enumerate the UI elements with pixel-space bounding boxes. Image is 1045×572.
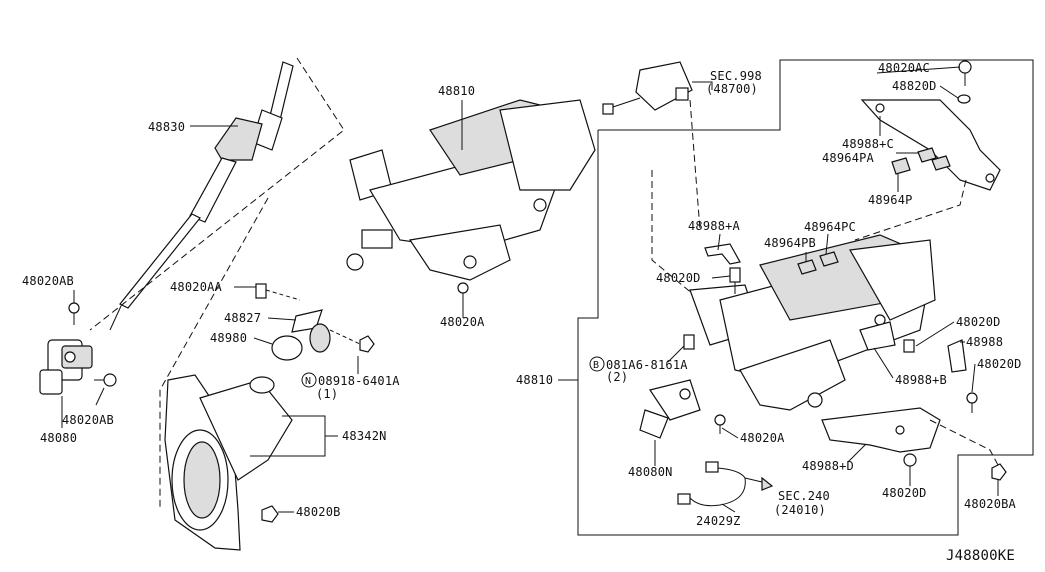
label-sec240-sub: (24010) [774, 503, 826, 517]
bolt-48020D-upper [729, 267, 741, 294]
bracket-48988C [860, 99, 1001, 191]
label-48964PA: 48964PA [822, 151, 875, 165]
u-joint-48080 [39, 339, 93, 395]
pad-48964PA [917, 147, 951, 171]
u-joint-48080N [639, 379, 701, 439]
label-48988D: 48988+D [802, 459, 854, 473]
bolt-48020AA [255, 283, 301, 301]
label-48020A-left: 48020A [440, 315, 485, 329]
label-sec998: SEC.998 [710, 69, 762, 83]
nut-08918 [329, 329, 375, 353]
grommet-48980 [271, 323, 331, 361]
label-48964PB: 48964PB [764, 236, 816, 250]
label-48964P: 48964P [868, 193, 913, 207]
label-48810-left: 48810 [438, 84, 475, 98]
n-marker-circle [301, 372, 317, 388]
upper-dash [854, 179, 967, 241]
column-assembly-48810-right [689, 234, 936, 411]
column-dash-outline [159, 197, 269, 510]
label-48020AB-bottom: 48020AB [62, 413, 114, 427]
label-48988A: 48988+A [688, 219, 741, 233]
label-48988: 48988 [966, 335, 1003, 349]
label-08918: 08918-6401A [318, 374, 400, 388]
washer-48820D [957, 94, 971, 104]
leader-lines [61, 66, 999, 513]
right-lower-dash [929, 419, 999, 466]
label-081A6: 081A6-8161A [606, 358, 688, 372]
label-48020AA: 48020AA [170, 280, 223, 294]
label-b-marker: B [593, 360, 599, 371]
bolt-48020A-left [457, 282, 469, 305]
pads-48964PB-PC [797, 251, 839, 275]
sec998-dash [689, 99, 701, 231]
intermediate-shaft-48830 [109, 61, 294, 331]
harness-24029Z [677, 461, 774, 507]
label-48988C: 48988+C [842, 137, 894, 151]
bolt-48020AB-top [68, 302, 80, 325]
label-081A6-qty: (2) [606, 370, 628, 384]
pad-48964P [891, 157, 911, 175]
bracket-48988 [947, 339, 978, 413]
label-48020BA: 48020BA [964, 497, 1017, 511]
bolt-48020AB-bottom [94, 373, 117, 387]
bracket-48988D [821, 407, 941, 453]
nut-48020BA [991, 463, 1007, 481]
diagram-code: J48800KE [946, 548, 1015, 564]
bracket-dash [651, 170, 701, 301]
label-48810-right: 48810 [516, 373, 553, 387]
label-48020D-d: 48020D [882, 486, 927, 500]
label-48080N: 48080N [628, 465, 673, 479]
bolt-48020AC [958, 60, 972, 86]
bolt-48020D-lower [903, 453, 917, 478]
shaft-dash-outline [89, 57, 345, 331]
label-48020AC: 48020AC [878, 61, 930, 75]
label-48980: 48980 [210, 331, 247, 345]
bracket-48988B [859, 321, 915, 353]
column-assembly-48810-left [346, 99, 596, 281]
label-48080: 48080 [40, 431, 77, 445]
label-48820D: 48820D [892, 79, 937, 93]
label-48020D-a: 48020D [656, 271, 701, 285]
bracket-48988A [704, 243, 741, 265]
label-48964PC: 48964PC [804, 220, 856, 234]
label-48020D-c: 48020D [977, 357, 1022, 371]
label-48020D-b: 48020D [956, 315, 1001, 329]
label-48342N: 48342N [342, 429, 387, 443]
label-48020A-right: 48020A [740, 431, 785, 445]
label-08918-qty: (1) [316, 387, 338, 401]
label-48827: 48827 [224, 311, 261, 325]
bolt-081A6 [683, 334, 695, 350]
label-sec240: SEC.240 [778, 489, 830, 503]
label-n-marker: N [305, 376, 311, 387]
nut-48020B [261, 505, 279, 523]
label-24029Z: 24029Z [696, 514, 741, 528]
right-group-box [577, 59, 1034, 536]
label-48020AB-top: 48020AB [22, 274, 74, 288]
label-48020B: 48020B [296, 505, 341, 519]
column-cover-48342N [164, 374, 293, 551]
label-48988B: 48988+B [895, 373, 947, 387]
b-marker-circle [589, 356, 605, 372]
label-48830: 48830 [148, 120, 185, 134]
label-sec998-sub: (48700) [706, 82, 758, 96]
bolt-48020A-right [714, 414, 726, 434]
module-sec998 [602, 61, 693, 115]
